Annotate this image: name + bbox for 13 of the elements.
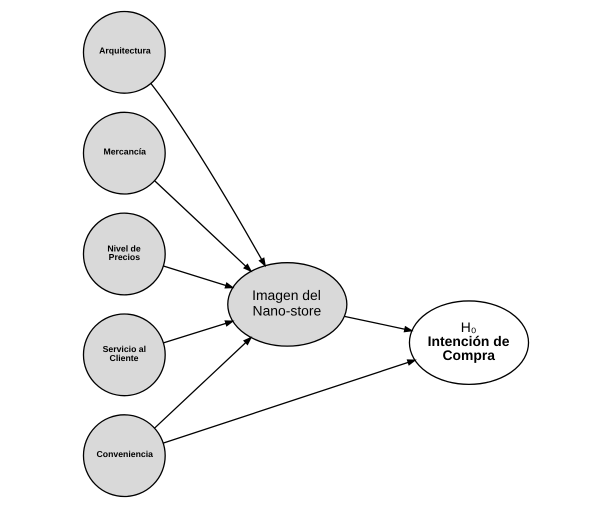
node-circle: Conveniencia <box>82 414 166 498</box>
arrow <box>163 359 417 444</box>
arrow <box>154 336 252 428</box>
node-circle: Mercancía <box>82 112 166 195</box>
arrow <box>154 180 252 272</box>
arrow <box>150 83 266 268</box>
arrow <box>163 265 235 289</box>
node-circle: Servicio al Cliente <box>82 313 166 396</box>
arrow <box>163 320 235 344</box>
node-circle: Nivel de Precios <box>82 212 166 296</box>
arrow <box>344 316 414 332</box>
node-circle: Arquitectura <box>82 10 166 94</box>
node-ellipse: H₀ Intención de Compra <box>408 300 530 386</box>
